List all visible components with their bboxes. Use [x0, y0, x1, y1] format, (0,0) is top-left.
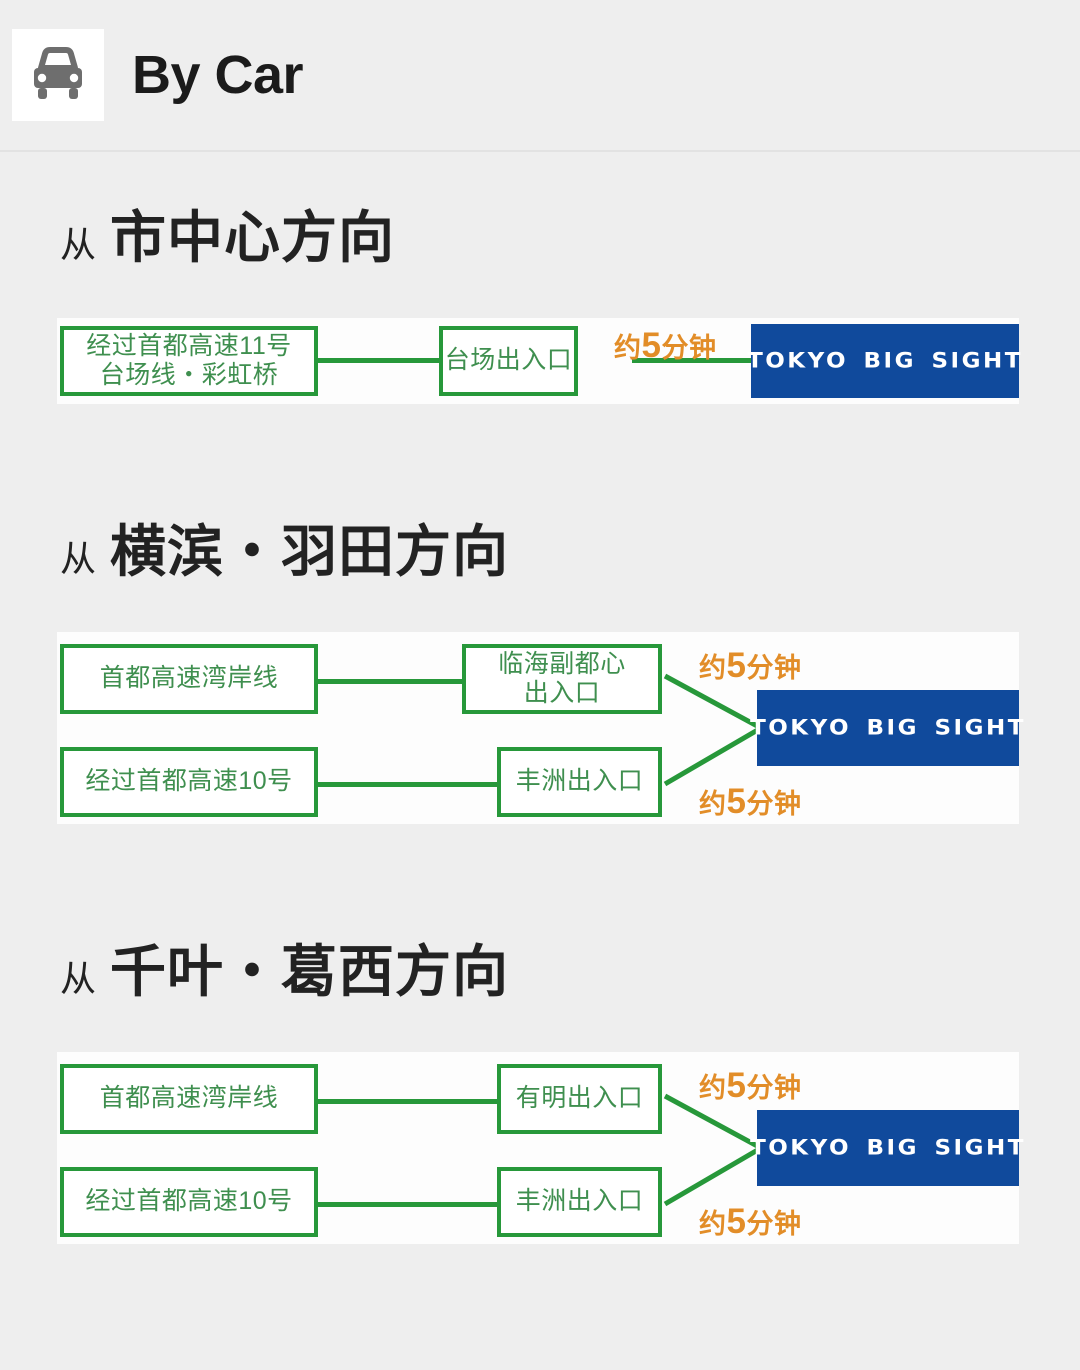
route-diagram-3: 首都高速湾岸线 有明出入口 经过首都高速10号 丰洲出入口 约5分钟 约5分钟 …	[57, 1052, 1023, 1244]
node-route-top-2-label: 首都高速湾岸线	[99, 664, 279, 693]
section-from-yokohama-haneda: 从 横滨・羽田方向 首都高速湾岸线 临海副都心 出入口 经过首都高速10号 丰洲…	[0, 404, 1080, 824]
section-heading-3: 从 千叶・葛西方向	[0, 824, 1080, 1052]
node-route-1-label: 经过首都高速11号 台场线・彩虹桥	[86, 331, 292, 390]
connector-exit-to-destination-1	[632, 358, 757, 363]
section-heading-1: 从 市中心方向	[0, 152, 1080, 318]
duration-value: 5	[641, 326, 662, 365]
page-header: By Car	[0, 0, 1080, 152]
duration-suffix: 分钟	[746, 1209, 802, 1239]
node-route-top-2[interactable]: 首都高速湾岸线	[60, 644, 318, 714]
destination-logo-3: TOKYO BIG SIGHT	[750, 1110, 1023, 1186]
node-exit-bottom-3-label: 丰洲出入口	[515, 1187, 644, 1216]
section-from-city-center: 从 市中心方向 经过首都高速11号 台场线・彩虹桥 台场出入口 约5分钟 TOK…	[0, 152, 1080, 404]
duration-label-1: 约5分钟	[614, 326, 716, 366]
duration-suffix: 分钟	[746, 789, 802, 819]
duration-value: 5	[726, 782, 747, 821]
node-route-top-3-label: 首都高速湾岸线	[99, 1084, 279, 1113]
destination-logo-2-text: TOKYO BIG SIGHT	[750, 716, 1026, 740]
heading-main-3: 千叶・葛西方向	[110, 940, 510, 1003]
destination-logo-1-text: TOKYO BIG SIGHT	[747, 349, 1023, 373]
node-exit-bottom-2-label: 丰洲出入口	[515, 767, 644, 796]
connector-route-bottom-to-exit-bottom-3	[312, 1202, 502, 1207]
connector-route-bottom-to-exit-bottom-2	[312, 782, 502, 787]
node-exit-top-3-label: 有明出入口	[515, 1084, 644, 1113]
duration-label-top-2: 约5分钟	[699, 646, 801, 686]
duration-prefix: 约	[614, 333, 642, 363]
duration-suffix: 分钟	[746, 653, 802, 683]
node-exit-1[interactable]: 台场出入口	[439, 326, 578, 396]
duration-prefix: 约	[699, 653, 727, 683]
duration-prefix: 约	[699, 1073, 727, 1103]
connector-route-top-to-exit-top-2	[312, 679, 467, 684]
node-exit-bottom-2[interactable]: 丰洲出入口	[497, 747, 662, 817]
connector-route-top-to-exit-top-3	[312, 1099, 502, 1104]
node-route-bottom-3-label: 经过首都高速10号	[85, 1187, 293, 1216]
connector-route-to-exit-1	[312, 358, 502, 363]
node-route-bottom-3[interactable]: 经过首都高速10号	[60, 1167, 318, 1237]
heading-main-1: 市中心方向	[110, 206, 396, 269]
duration-label-bottom-2: 约5分钟	[699, 782, 801, 822]
node-exit-bottom-3[interactable]: 丰洲出入口	[497, 1167, 662, 1237]
route-diagram-2: 首都高速湾岸线 临海副都心 出入口 经过首都高速10号 丰洲出入口 约5分钟 约…	[57, 632, 1023, 824]
node-exit-top-3[interactable]: 有明出入口	[497, 1064, 662, 1134]
duration-value: 5	[726, 1202, 747, 1241]
node-exit-1-label: 台场出入口	[444, 346, 573, 375]
heading-main-2: 横滨・羽田方向	[110, 520, 510, 583]
node-route-top-3[interactable]: 首都高速湾岸线	[60, 1064, 318, 1134]
duration-value: 5	[726, 646, 747, 685]
section-heading-2: 从 横滨・羽田方向	[0, 404, 1080, 632]
destination-logo-2: TOKYO BIG SIGHT	[750, 690, 1023, 766]
duration-prefix: 约	[699, 1209, 727, 1239]
destination-logo-1: TOKYO BIG SIGHT	[747, 324, 1020, 398]
node-route-1[interactable]: 经过首都高速11号 台场线・彩虹桥	[60, 326, 318, 396]
page-title: By Car	[132, 45, 304, 105]
node-exit-top-2-label: 临海副都心 出入口	[498, 649, 626, 708]
route-diagram-1: 经过首都高速11号 台场线・彩虹桥 台场出入口 约5分钟 TOKYO BIG S…	[57, 318, 1020, 404]
section-from-chiba-kasai: 从 千叶・葛西方向 首都高速湾岸线 有明出入口 经过首都高速10号 丰洲出入口 …	[0, 824, 1080, 1244]
duration-suffix: 分钟	[746, 1073, 802, 1103]
node-route-bottom-2[interactable]: 经过首都高速10号	[60, 747, 318, 817]
destination-logo-3-text: TOKYO BIG SIGHT	[750, 1136, 1026, 1160]
node-route-bottom-2-label: 经过首都高速10号	[85, 767, 293, 796]
duration-suffix: 分钟	[661, 333, 717, 363]
heading-prefix-2: 从	[60, 538, 97, 579]
heading-prefix-3: 从	[60, 958, 97, 999]
node-exit-top-2[interactable]: 临海副都心 出入口	[462, 644, 662, 714]
car-front-icon	[12, 29, 104, 121]
duration-label-bottom-3: 约5分钟	[699, 1202, 801, 1242]
duration-prefix: 约	[699, 789, 727, 819]
heading-prefix-1: 从	[60, 224, 97, 265]
duration-value: 5	[726, 1066, 747, 1105]
duration-label-top-3: 约5分钟	[699, 1066, 801, 1106]
